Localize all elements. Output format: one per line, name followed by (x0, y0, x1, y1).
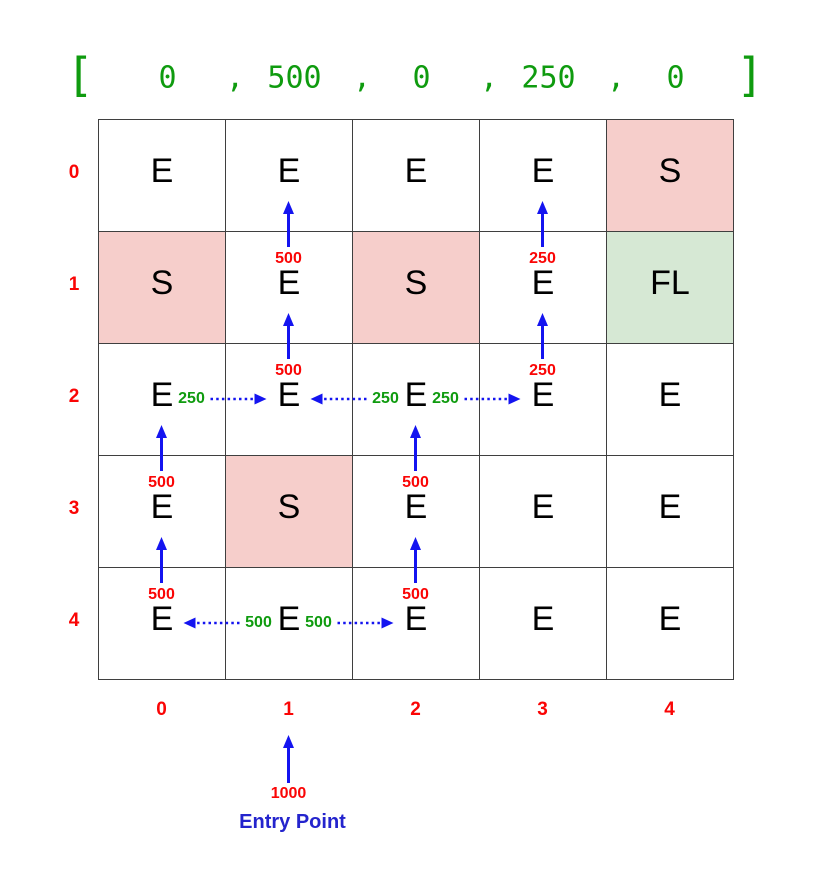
cell-r0-c3: E (479, 119, 607, 232)
cell-letter: E (531, 488, 555, 526)
up-cost-label-r2c3: 250 (529, 362, 556, 379)
cell-letter: E (404, 376, 428, 414)
col-label-1: 1 (283, 699, 294, 720)
cell-letter: E (150, 376, 174, 414)
cell-letter: E (277, 600, 301, 638)
cell-letter: S (404, 264, 428, 302)
row-label-1: 1 (68, 274, 80, 295)
cell-r1-c4: FL (606, 231, 734, 344)
up-cost-label-r1c1: 500 (275, 250, 302, 267)
cell-letter: E (150, 600, 174, 638)
side-cost-label-r4c1-right: 500 (305, 614, 332, 631)
up-cost-label-r4c0: 500 (148, 586, 175, 603)
health-array-header: [0, 500, 0, 250, 0] (0, 0, 825, 110)
array-close-bracket: ] (736, 48, 764, 102)
up-cost-label-r4c2: 500 (402, 586, 429, 603)
cell-r0-c4: S (606, 119, 734, 232)
cell-r2-c0: E (98, 343, 226, 456)
cell-letter: E (277, 152, 301, 190)
array-value-0: 0 (158, 60, 177, 96)
cell-letter: E (658, 488, 682, 526)
cell-r0-c0: E (98, 119, 226, 232)
col-label-4: 4 (664, 699, 675, 720)
entry-arrow (283, 735, 294, 783)
cell-r4-c0: E (98, 567, 226, 680)
cell-r3-c4: E (606, 455, 734, 568)
up-cost-label-r1c3: 250 (529, 250, 556, 267)
cell-r3-c2: E (352, 455, 480, 568)
row-label-2: 2 (68, 386, 80, 407)
cell-letter: S (150, 264, 174, 302)
cell-letter: E (150, 152, 174, 190)
cell-r3-c3: E (479, 455, 607, 568)
array-value-2: 0 (412, 60, 431, 96)
cell-letter: S (658, 152, 682, 190)
up-cost-label-r2c1: 500 (275, 362, 302, 379)
cell-letter: E (277, 264, 301, 302)
array-value-1: 500 (267, 60, 322, 96)
cell-r1-c0: S (98, 231, 226, 344)
side-cost-label-r4c1-left: 500 (245, 614, 272, 631)
cell-letter: E (531, 600, 555, 638)
cell-letter: E (404, 600, 428, 638)
cell-r3-c0: E (98, 455, 226, 568)
array-comma: , (479, 60, 499, 96)
cell-r4-c4: E (606, 567, 734, 680)
cell-letter: E (658, 376, 682, 414)
col-label-0: 0 (156, 699, 167, 720)
up-cost-label-r3c0: 500 (148, 474, 175, 491)
cell-letter: E (277, 376, 301, 414)
cell-letter: E (531, 264, 555, 302)
cell-r0-c2: E (352, 119, 480, 232)
array-comma: , (225, 60, 245, 96)
cell-letter: E (531, 376, 555, 414)
cell-letter: E (150, 488, 174, 526)
cell-r2-c1: E (225, 343, 353, 456)
arrow-head-icon (283, 735, 294, 748)
up-cost-label-r3c2: 500 (402, 474, 429, 491)
cell-letter: E (531, 152, 555, 190)
array-open-bracket: [ (66, 48, 94, 102)
row-label-4: 4 (68, 610, 80, 631)
cell-r2-c3: E (479, 343, 607, 456)
array-comma: , (352, 60, 372, 96)
cell-letter: E (658, 600, 682, 638)
cell-r2-c4: E (606, 343, 734, 456)
array-comma: , (606, 60, 626, 96)
col-label-3: 3 (537, 699, 548, 720)
side-cost-label-r2c2-right: 250 (432, 390, 459, 407)
cell-r4-c3: E (479, 567, 607, 680)
entry-point-label: Entry Point (239, 811, 346, 833)
cell-r3-c1: S (225, 455, 353, 568)
cell-letter: E (404, 152, 428, 190)
cell-letter: E (404, 488, 428, 526)
row-label-3: 3 (68, 498, 80, 519)
array-value-3: 250 (521, 60, 576, 96)
cell-r1-c3: E (479, 231, 607, 344)
cell-r1-c2: S (352, 231, 480, 344)
side-cost-label-r2c2-left: 250 (372, 390, 399, 407)
cell-letter: FL (650, 264, 690, 302)
col-label-2: 2 (410, 699, 421, 720)
row-label-0: 0 (68, 162, 80, 183)
array-value-4: 0 (666, 60, 685, 96)
side-cost-label-r2c0-right: 250 (178, 390, 205, 407)
cell-letter: S (277, 488, 301, 526)
entry-cost-label: 1000 (270, 785, 307, 802)
cell-r0-c1: E (225, 119, 353, 232)
cell-r1-c1: E (225, 231, 353, 344)
cell-r4-c2: E (352, 567, 480, 680)
